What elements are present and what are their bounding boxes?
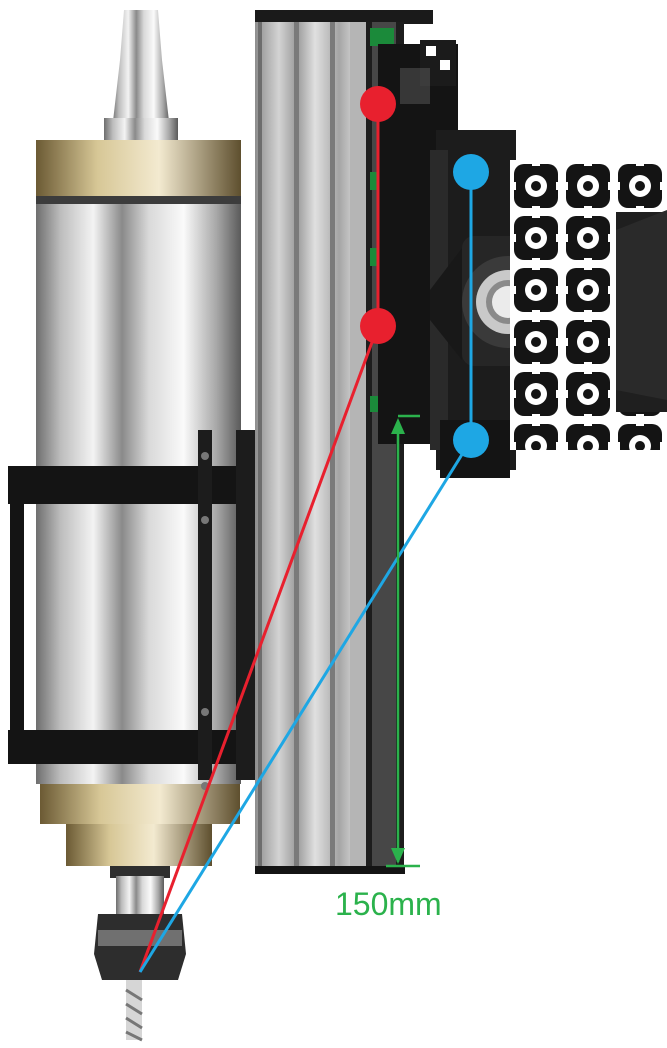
blue-marker-top: [453, 154, 489, 190]
blue-marker-bottom: [453, 422, 489, 458]
end-mill-bit: [125, 980, 143, 1042]
clamp-side-bar: [10, 500, 24, 734]
dimension-line: [386, 414, 420, 868]
spindle-nose: [66, 824, 212, 866]
dimension-arrow-bottom: [391, 848, 405, 864]
aluminium-extrusion: [510, 160, 667, 450]
dimension-label: 150mm: [335, 886, 442, 922]
spindle-connector: [112, 10, 170, 130]
linear-rail-plate: [255, 10, 433, 874]
spindle-shaft: [116, 876, 164, 914]
red-marker-top: [360, 86, 396, 122]
spindle-connector-collar: [104, 118, 178, 142]
red-lever: [138, 86, 396, 973]
spindle-clamp: [8, 430, 258, 790]
spindle-bottom-ring: [40, 784, 240, 824]
dimension-arrow-top: [391, 418, 405, 434]
red-marker-bottom: [360, 308, 396, 344]
clamp-band-bottom: [8, 730, 258, 764]
blue-lever: [138, 154, 489, 973]
clamp-band-top: [8, 466, 258, 504]
spindle-top-cap: [36, 140, 241, 200]
